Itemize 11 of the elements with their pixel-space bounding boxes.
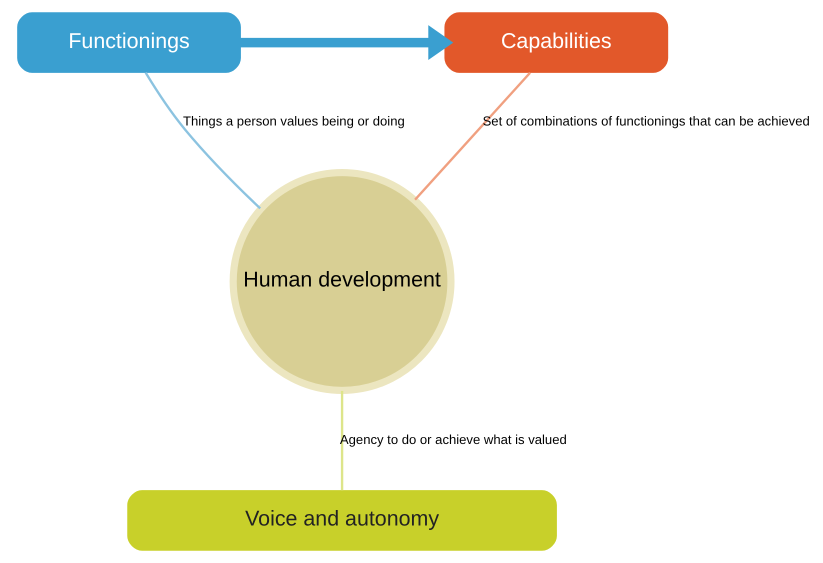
- arrow: [240, 25, 453, 60]
- connector: [144, 72, 261, 210]
- edge-label: Set of combinations of functionings that can be achieved: [482, 114, 810, 129]
- edge-label: Agency to do or achieve what is valued: [339, 432, 566, 448]
- node-box: Voice and autonomy: [126, 490, 556, 551]
- node-circle: Human development: [229, 169, 454, 394]
- connector: [414, 72, 530, 200]
- edge-label: Things a person values being or doing: [182, 114, 404, 129]
- node-box: Functionings: [16, 12, 240, 73]
- connector: [340, 390, 343, 490]
- node-box: Capabilities: [444, 12, 668, 73]
